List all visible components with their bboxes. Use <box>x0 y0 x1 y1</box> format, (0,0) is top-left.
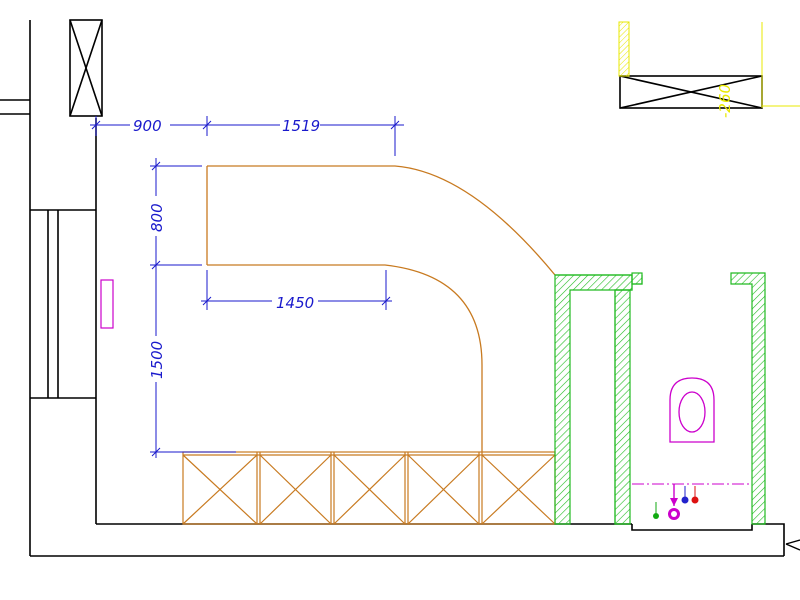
plumbing-fittings <box>653 484 699 520</box>
dimension-height-upper: 800 <box>148 203 166 232</box>
structural-column-left <box>69 19 103 117</box>
toilet-fixture <box>669 377 715 443</box>
valve-blue-icon <box>681 496 689 504</box>
dimension-lines <box>90 116 404 458</box>
walls <box>0 20 785 557</box>
valve-green-icon <box>653 513 659 519</box>
curved-counter <box>206 165 556 452</box>
section-arrow-icon <box>785 539 800 551</box>
dimension-door-right: -260 <box>716 84 734 118</box>
door-jamb <box>618 21 800 108</box>
socket-outlet <box>100 279 114 329</box>
dimension-height-lower: 1500 <box>148 341 166 379</box>
dimension-inner-width: 1450 <box>276 294 314 312</box>
partition-walls <box>554 272 766 525</box>
structural-beam-right <box>619 75 763 109</box>
dimension-top-left: 900 <box>133 117 162 135</box>
dimension-top-width: 1519 <box>282 117 320 135</box>
valve-red-icon <box>691 496 699 504</box>
base-cabinets <box>182 451 556 525</box>
